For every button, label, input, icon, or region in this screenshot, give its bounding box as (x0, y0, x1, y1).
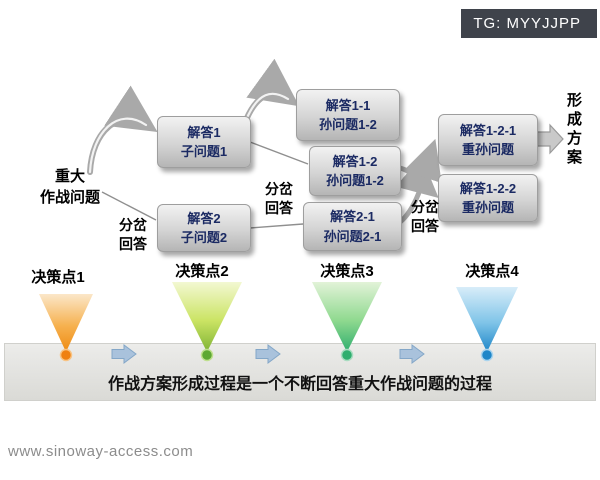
answer-box-1-1: 解答1-1 孙问题1-2 (296, 89, 400, 141)
decision-point-1-label: 决策点1 (31, 269, 85, 286)
answer-box-subtitle: 孙问题1-2 (326, 173, 384, 188)
decision-point-3-label: 决策点3 (320, 263, 374, 280)
answer-box-1-2-2: 解答1-2-2 重孙问题 (438, 174, 538, 222)
branch-label-line2: 回答 (265, 199, 293, 216)
answer-box-subtitle: 重孙问题 (461, 200, 514, 215)
branch-label-line1: 分岔 (265, 181, 293, 197)
root-problem-label: 重大 作战问题 (24, 166, 116, 208)
answer-box-1: 解答1 子问题1 (157, 116, 251, 168)
answer-box-subtitle: 孙问题1-2 (319, 117, 377, 132)
answer-box-title: 解答1-2 (332, 153, 378, 169)
branch-label-1: 分岔 回答 (110, 216, 156, 254)
connector-line (249, 141, 309, 165)
branch-label-line1: 分岔 (119, 217, 147, 233)
cone-funnel (172, 282, 242, 352)
decision-cone-funnels (39, 282, 518, 352)
swoosh-arrow-icon (243, 58, 300, 123)
cone-funnel (312, 282, 382, 352)
answer-box-title: 解答2 (187, 210, 221, 226)
answer-box-title: 解答2-1 (330, 209, 375, 224)
answer-box-1-2: 解答1-2 孙问题1-2 (309, 146, 401, 196)
answer-box-1-2-1: 解答1-2-1 重孙问题 (438, 114, 538, 166)
answer-box-title: 解答1-2-2 (459, 180, 517, 196)
swoosh-arrow-highlight (88, 117, 148, 174)
answer-box-subtitle: 孙问题2-1 (323, 228, 382, 244)
connector-line (249, 223, 304, 229)
swoosh-arrow-highlight (244, 92, 290, 122)
answer-box-subtitle: 重孙问题 (461, 142, 514, 157)
decision-point-2-label: 决策点2 (175, 263, 229, 280)
swoosh-arrow-icon (395, 156, 439, 198)
branch-label-line1: 分岔 (411, 199, 439, 215)
answer-box-title: 解答1-1 (325, 97, 371, 113)
answer-box-title: 解答1 (187, 124, 221, 140)
timeline-band (4, 343, 596, 401)
answer-box-title: 解答1-2-1 (459, 122, 517, 138)
decision-point-4-label: 决策点4 (465, 263, 519, 280)
branch-label-2: 分岔 回答 (256, 180, 302, 218)
answer-box-2-1: 解答2-1 孙问题2-1 (303, 202, 402, 251)
branch-label-line2: 回答 (119, 235, 147, 252)
root-problem-line1: 重大 (54, 168, 85, 185)
tg-badge: TG: MYYJJPP (461, 9, 597, 38)
answer-box-subtitle: 子问题1 (180, 144, 228, 159)
answer-box-2: 解答2 子问题2 (157, 204, 251, 252)
swoosh-arrow-icon (87, 85, 158, 175)
root-problem-line2: 作战问题 (39, 189, 100, 206)
branch-label-3: 分岔 回答 (402, 198, 448, 236)
answer-box-subtitle: 子问题2 (180, 230, 228, 245)
process-caption: 作战方案形成过程是一个不断回答重大作战问题的过程 (107, 376, 492, 393)
outcome-label: 形成方案 (565, 92, 582, 168)
website-watermark: www.sinoway-access.com (8, 443, 194, 460)
branch-label-line2: 回答 (411, 217, 439, 234)
